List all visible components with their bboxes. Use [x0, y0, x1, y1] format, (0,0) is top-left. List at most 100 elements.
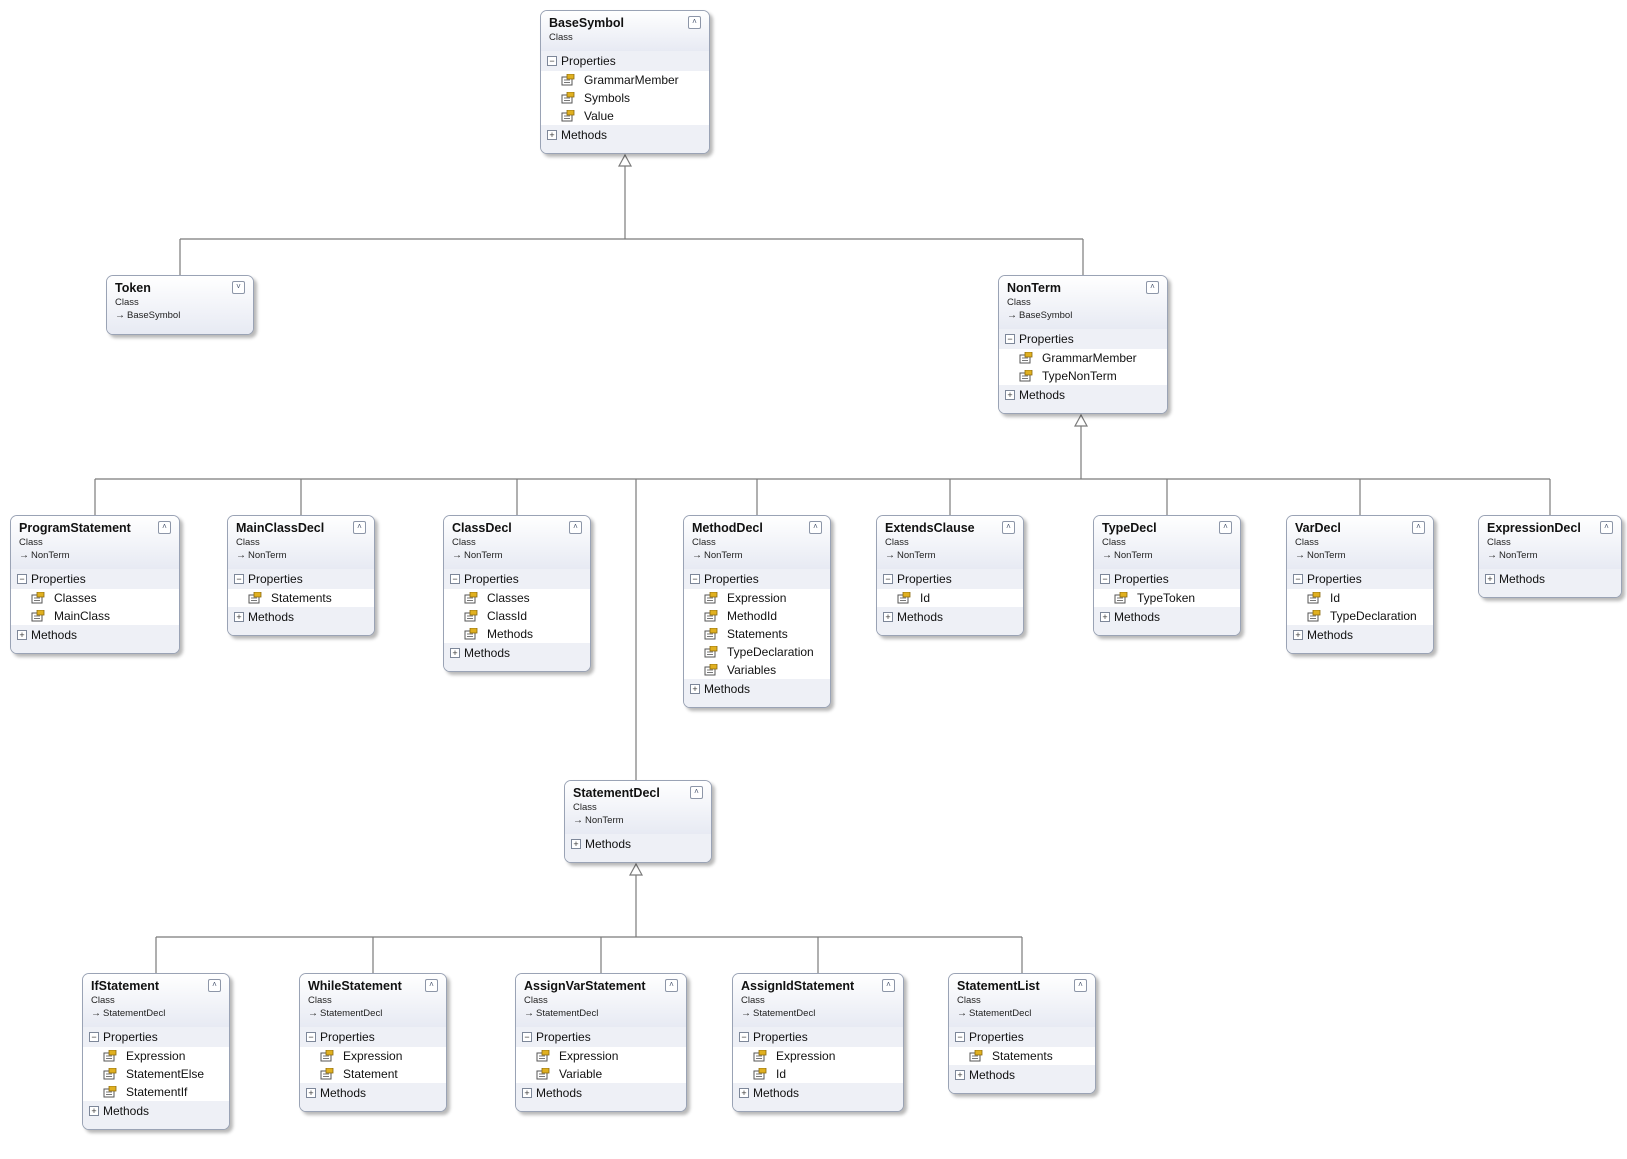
expand-section-icon[interactable]: +: [306, 1088, 316, 1098]
collapse-section-icon[interactable]: −: [1100, 574, 1110, 584]
property-item[interactable]: TypeNonTerm: [999, 367, 1167, 385]
property-item[interactable]: Variable: [516, 1065, 686, 1083]
property-item[interactable]: TypeDeclaration: [1287, 607, 1433, 625]
collapse-chevron-icon[interactable]: ˄: [688, 16, 701, 29]
expand-section-icon[interactable]: +: [739, 1088, 749, 1098]
collapse-section-icon[interactable]: −: [739, 1032, 749, 1042]
property-item[interactable]: MainClass: [11, 607, 179, 625]
collapse-chevron-icon[interactable]: ˄: [1002, 521, 1015, 534]
expand-section-icon[interactable]: +: [1005, 390, 1015, 400]
collapse-section-icon[interactable]: −: [1293, 574, 1303, 584]
methods-section-header[interactable]: +Methods: [444, 643, 590, 663]
collapse-chevron-icon[interactable]: ˄: [158, 521, 171, 534]
expand-section-icon[interactable]: +: [1485, 574, 1495, 584]
methods-section-header[interactable]: +Methods: [11, 625, 179, 645]
properties-section-header[interactable]: −Properties: [516, 1027, 686, 1047]
properties-section-header[interactable]: −Properties: [300, 1027, 446, 1047]
property-item[interactable]: Variables: [684, 661, 830, 679]
collapse-section-icon[interactable]: −: [1005, 334, 1015, 344]
collapse-section-icon[interactable]: −: [234, 574, 244, 584]
expand-section-icon[interactable]: +: [17, 630, 27, 640]
collapse-chevron-icon[interactable]: ˄: [1146, 281, 1159, 294]
property-item[interactable]: StatementIf: [83, 1083, 229, 1101]
properties-section-header[interactable]: −Properties: [877, 569, 1023, 589]
collapse-chevron-icon[interactable]: ˄: [1219, 521, 1232, 534]
methods-section-header[interactable]: +Methods: [1094, 607, 1240, 627]
properties-section-header[interactable]: −Properties: [11, 569, 179, 589]
collapse-chevron-icon[interactable]: ˄: [1600, 521, 1613, 534]
property-item[interactable]: Statements: [949, 1047, 1095, 1065]
collapse-section-icon[interactable]: −: [306, 1032, 316, 1042]
methods-section-header[interactable]: +Methods: [949, 1065, 1095, 1085]
property-item[interactable]: Statement: [300, 1065, 446, 1083]
methods-section-header[interactable]: +Methods: [300, 1083, 446, 1103]
expand-section-icon[interactable]: +: [571, 839, 581, 849]
collapse-chevron-icon[interactable]: ˄: [1412, 521, 1425, 534]
properties-section-header[interactable]: −Properties: [541, 51, 709, 71]
expand-section-icon[interactable]: +: [690, 684, 700, 694]
collapse-section-icon[interactable]: −: [547, 56, 557, 66]
methods-section-header[interactable]: +Methods: [684, 679, 830, 699]
properties-section-header[interactable]: −Properties: [999, 329, 1167, 349]
collapse-section-icon[interactable]: −: [522, 1032, 532, 1042]
property-item[interactable]: ClassId: [444, 607, 590, 625]
methods-section-header[interactable]: +Methods: [565, 834, 711, 854]
expand-section-icon[interactable]: +: [234, 612, 244, 622]
property-item[interactable]: Id: [733, 1065, 903, 1083]
expand-section-icon[interactable]: +: [450, 648, 460, 658]
property-item[interactable]: GrammarMember: [999, 349, 1167, 367]
collapse-section-icon[interactable]: −: [89, 1032, 99, 1042]
property-item[interactable]: Classes: [11, 589, 179, 607]
properties-section-header[interactable]: −Properties: [444, 569, 590, 589]
methods-section-header[interactable]: +Methods: [1287, 625, 1433, 645]
collapse-chevron-icon[interactable]: ˄: [809, 521, 822, 534]
expand-chevron-icon[interactable]: ˅: [232, 281, 245, 294]
collapse-chevron-icon[interactable]: ˄: [208, 979, 221, 992]
methods-section-header[interactable]: +Methods: [733, 1083, 903, 1103]
property-item[interactable]: StatementElse: [83, 1065, 229, 1083]
property-item[interactable]: Id: [877, 589, 1023, 607]
properties-section-header[interactable]: −Properties: [83, 1027, 229, 1047]
property-item[interactable]: Value: [541, 107, 709, 125]
methods-section-header[interactable]: +Methods: [83, 1101, 229, 1121]
properties-section-header[interactable]: −Properties: [228, 569, 374, 589]
expand-section-icon[interactable]: +: [883, 612, 893, 622]
collapse-section-icon[interactable]: −: [690, 574, 700, 584]
property-item[interactable]: Methods: [444, 625, 590, 643]
property-item[interactable]: Expression: [300, 1047, 446, 1065]
property-item[interactable]: GrammarMember: [541, 71, 709, 89]
collapse-section-icon[interactable]: −: [450, 574, 460, 584]
property-item[interactable]: Statements: [684, 625, 830, 643]
property-item[interactable]: Id: [1287, 589, 1433, 607]
methods-section-header[interactable]: +Methods: [228, 607, 374, 627]
collapse-section-icon[interactable]: −: [17, 574, 27, 584]
expand-section-icon[interactable]: +: [89, 1106, 99, 1116]
methods-section-header[interactable]: +Methods: [516, 1083, 686, 1103]
property-item[interactable]: TypeToken: [1094, 589, 1240, 607]
property-item[interactable]: Classes: [444, 589, 590, 607]
methods-section-header[interactable]: +Methods: [999, 385, 1167, 405]
property-item[interactable]: Expression: [516, 1047, 686, 1065]
collapse-chevron-icon[interactable]: ˄: [665, 979, 678, 992]
